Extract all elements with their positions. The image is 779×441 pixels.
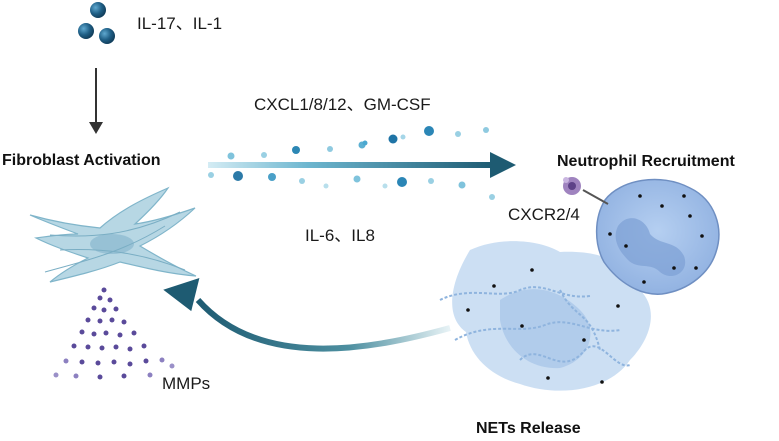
down-arrow [89, 68, 103, 134]
neutrophil-cell-icon [595, 178, 720, 295]
cytokine-cluster-icon [78, 2, 115, 44]
cytokine-il17-il1-label: IL-17、IL-1 [137, 14, 223, 33]
feedback-arrow [163, 278, 451, 352]
fibroblast-cell-icon [29, 186, 197, 283]
mmps-label: MMPs [162, 374, 211, 393]
recruitment-arrow [208, 152, 516, 178]
nets-icon [439, 241, 651, 391]
nets-release-label: NETs Release [476, 420, 581, 437]
chemokine-dots [208, 126, 495, 200]
cxcr-label: CXCR2/4 [508, 205, 580, 224]
neutrophil-recruitment-label: Neutrophil Recruitment [557, 153, 735, 170]
receptor-icon [563, 177, 609, 205]
chemokine-label: CXCL1/8/12、GM-CSF [254, 95, 431, 114]
il6-il8-label: IL-6、IL8 [305, 226, 375, 245]
fibroblast-activation-label: Fibroblast Activation [2, 152, 161, 169]
mmp-dots-icon [53, 287, 175, 380]
